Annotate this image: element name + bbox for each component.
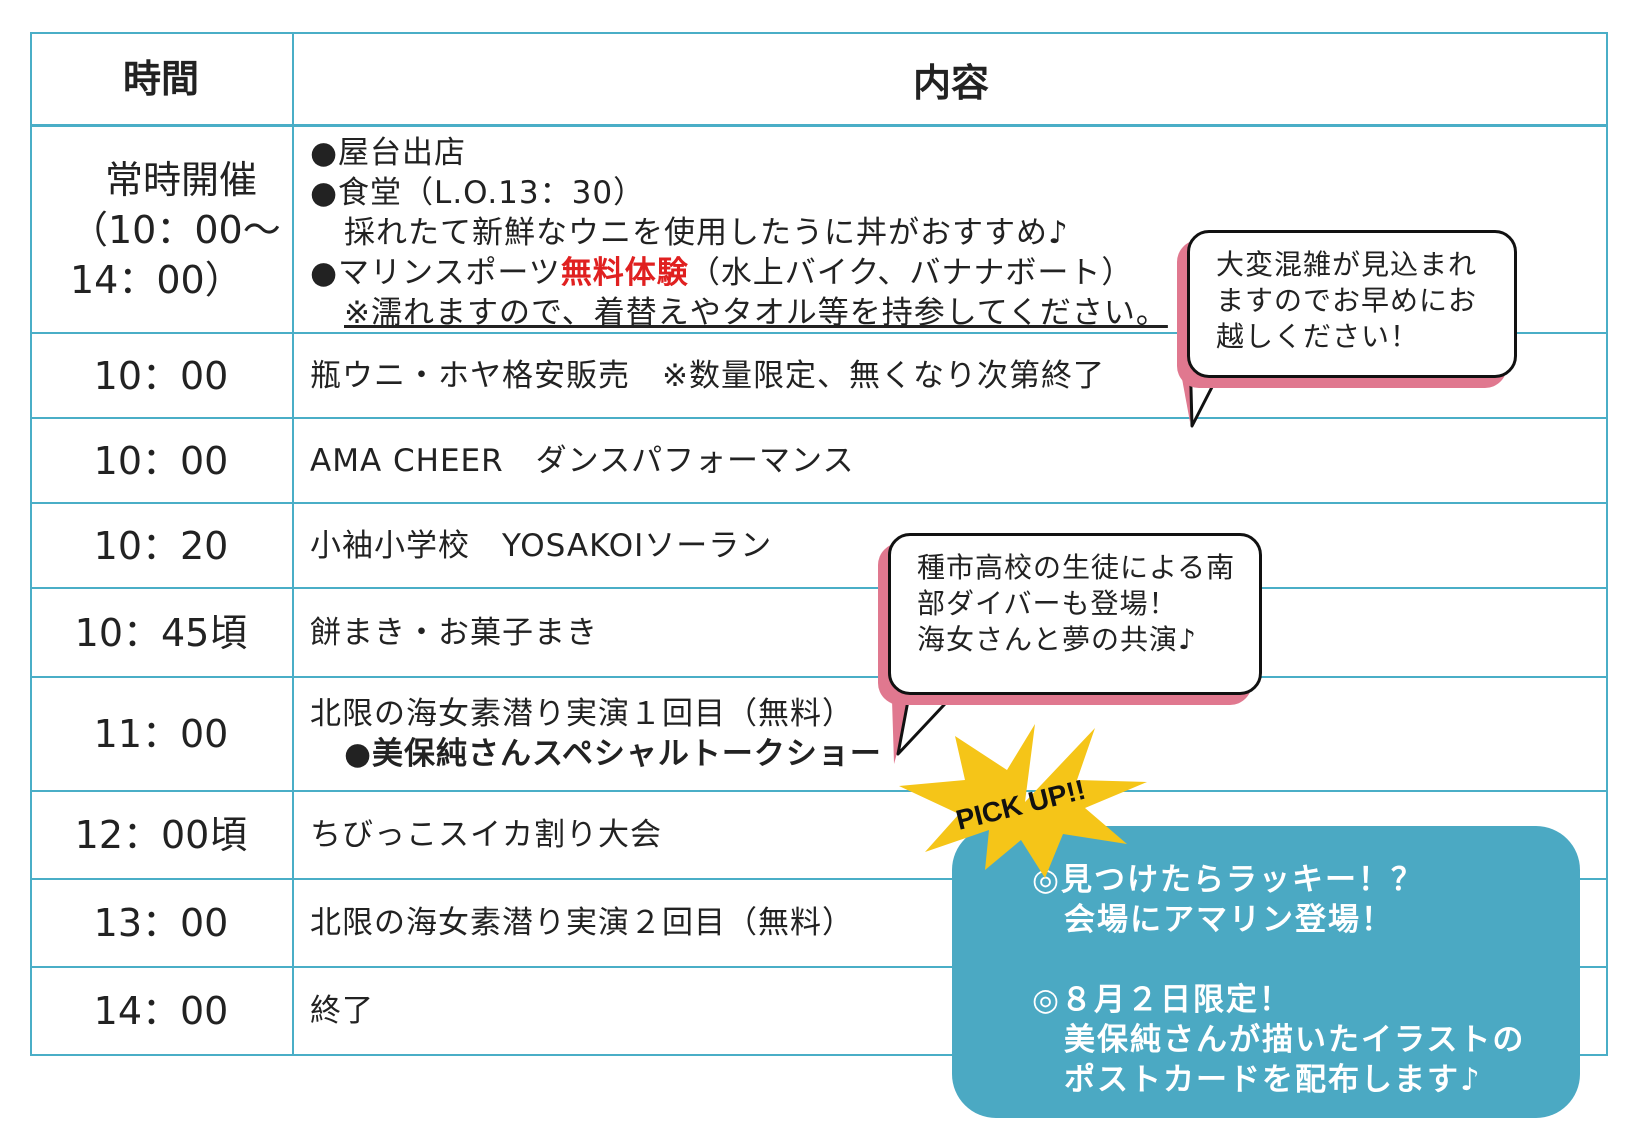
- table-border: [30, 676, 1608, 678]
- table-row-time: 11：00: [93, 712, 229, 756]
- speech-bubble-crowd: 大変混雑が見込まれ ますのでお早めにお 越しください！: [1187, 230, 1517, 378]
- marine-sports-detail: （水上バイク、バナナボート）: [688, 255, 1134, 291]
- table-row-time: 13：00: [93, 901, 229, 945]
- table-row-content: 瓶ウニ・ホヤ格安販売 ※数量限定、無くなり次第終了: [310, 357, 1105, 394]
- ama-dive-line: 北限の海女素潜り実演１回目（無料）: [310, 696, 854, 732]
- pickup-line: 会場にアマリン登場！: [1064, 902, 1394, 938]
- table-row-time: 14：00: [93, 989, 229, 1033]
- table-border: [30, 502, 1608, 504]
- stall-line: ●屋台出店: [310, 135, 467, 171]
- note-line-wrap: ※濡れますので、着替えやタオル等を持参してください。: [310, 293, 1598, 333]
- table-border: [30, 790, 1608, 792]
- speech-bubble-divers: 種市高校の生徒による南 部ダイバーも登場！ 海女さんと夢の共演♪: [888, 533, 1262, 695]
- pickup-burst-icon: PICK UP!!: [899, 724, 1147, 878]
- table-row-time: 10：20: [93, 523, 229, 568]
- table-border: [30, 587, 1608, 589]
- bubble-line: 大変混雑が見込まれ: [1216, 248, 1478, 281]
- table-row-content: ●屋台出店 ●食堂（L.O.13：30） 採れたて新鮮なウニを使用したうに丼がお…: [310, 127, 1598, 332]
- bubble-line: 種市高校の生徒による南: [917, 551, 1236, 584]
- table-row-content: ちびっこスイカ割り大会: [310, 817, 662, 853]
- note-line: ※濡れますので、着替えやタオル等を持参してください。: [344, 295, 1168, 331]
- time-line: 常時開催: [104, 157, 257, 202]
- table-row-content: 北限の海女素潜り実演２回目（無料）: [310, 905, 854, 941]
- time-line: （10：00～: [70, 207, 281, 252]
- table-border: [1606, 32, 1608, 1056]
- bubble-line: 部ダイバーも登場！: [917, 587, 1178, 620]
- table-row-content: 終了: [310, 993, 374, 1029]
- table-border: [30, 124, 1608, 127]
- talk-show-line: ●美保純さんスペシャルトークショー: [344, 736, 882, 772]
- table-row-content: 小袖小学校 YOSAKOIソーラン: [310, 527, 773, 564]
- table-row-time: 10：00: [93, 438, 229, 483]
- table-border: [30, 1054, 1608, 1056]
- marine-sports-line: ●マリンスポーツ無料体験（水上バイク、バナナボート）: [310, 253, 1598, 293]
- table-row-time: 常時開催 （10：00～ 14：00）: [30, 127, 292, 332]
- pickup-line: ◎見つけたらラッキー！？: [1032, 862, 1425, 898]
- pickup-line: ◎８月２日限定！: [1032, 982, 1293, 1018]
- marine-sports-label: ●マリンスポーツ: [310, 255, 561, 291]
- pickup-line: 美保純さんが描いたイラストの: [1064, 1022, 1526, 1058]
- table-border: [30, 878, 1608, 880]
- table-row-content: AMA CHEER ダンスパフォーマンス: [310, 442, 855, 479]
- cafeteria-line: ●食堂（L.O.13：30）: [310, 175, 646, 211]
- pickup-box: ◎見つけたらラッキー！？ 会場にアマリン登場！ ◎８月２日限定！ 美保純さんが描…: [952, 826, 1580, 1118]
- table-border: [30, 332, 1608, 334]
- time-line: 14：00）: [70, 257, 243, 302]
- bubble-line: 越しください！: [1216, 320, 1420, 353]
- pickup-line: ポストカードを配布します♪: [1064, 1062, 1482, 1098]
- table-border: [30, 32, 1608, 34]
- table-border: [292, 32, 294, 1056]
- bubble-line: 海女さんと夢の共演♪: [917, 623, 1197, 656]
- table-border: [30, 417, 1608, 419]
- table-row-content: 北限の海女素潜り実演１回目（無料） ●美保純さんスペシャルトークショー: [310, 678, 1598, 790]
- table-row-time: 12：00頃: [74, 813, 248, 857]
- table-row-time: 10：00: [93, 353, 229, 398]
- uni-don-line: 採れたて新鮮なウニを使用したうに丼がおすすめ♪: [344, 215, 1069, 251]
- bubble-line: ますのでお早めにお: [1216, 284, 1478, 317]
- schedule-table: 時間 内容 常時開催 （10：00～ 14：00） ●屋台出店 ●食堂（L.O.…: [30, 32, 1608, 1098]
- header-time: 時間: [122, 57, 199, 101]
- table-border: [30, 966, 1608, 968]
- table-row-time: 10：45頃: [74, 610, 248, 655]
- pickup-gap: [1032, 940, 1580, 980]
- table-row-content: 餅まき・お菓子まき: [310, 614, 598, 651]
- free-trial-label: 無料体験: [560, 255, 689, 291]
- header-content: 内容: [912, 60, 989, 105]
- table-border: [30, 32, 32, 1056]
